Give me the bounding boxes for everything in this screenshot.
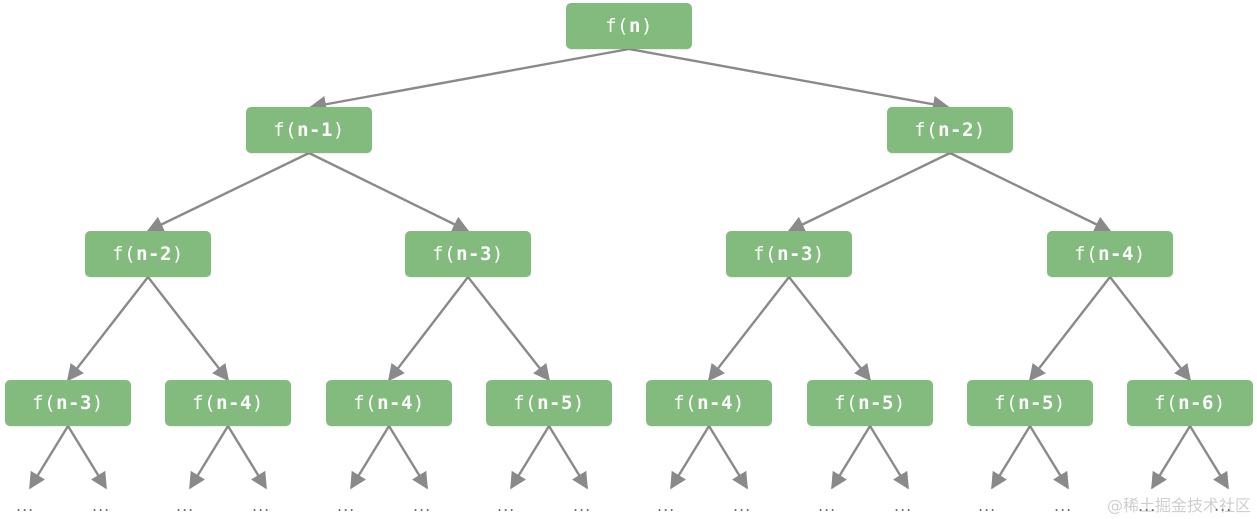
tree-node-l3-6: f(n-5) [967, 380, 1093, 426]
node-argument: n-5 [1018, 392, 1054, 414]
node-argument: n-3 [56, 392, 92, 414]
tree-node-l3-4: f(n-4) [646, 380, 772, 426]
tree-edge [949, 151, 1112, 233]
continuation-edge [1150, 425, 1192, 490]
node-argument: n-5 [537, 392, 573, 414]
continuation-ellipsis: ... [413, 496, 432, 515]
tree-node-l2-0: f(n-2) [85, 231, 211, 277]
node-function-name: f [353, 392, 366, 414]
node-function-name: f [513, 392, 526, 414]
continuation-ellipsis: ... [252, 496, 271, 515]
tree-node-l3-2: f(n-4) [326, 380, 452, 426]
tree-node-l1-0: f(n-1) [246, 107, 372, 153]
node-function-name: f [273, 119, 286, 141]
continuation-edge [188, 425, 230, 490]
tree-node-l1-1: f(n-2) [887, 107, 1013, 153]
continuation-edge [669, 425, 711, 490]
tree-node-l2-2: f(n-3) [726, 231, 852, 277]
node-argument: n-3 [456, 243, 492, 265]
continuation-edge [1188, 425, 1230, 490]
node-function-name: f [673, 392, 686, 414]
node-argument: n-2 [136, 243, 172, 265]
continuation-edge [990, 425, 1032, 490]
tree-edge [628, 47, 950, 113]
continuation-edge [707, 425, 749, 490]
continuation-edge [28, 425, 70, 490]
continuation-edge [509, 425, 551, 490]
tree-node-l3-1: f(n-4) [165, 380, 291, 426]
node-argument: n-4 [216, 392, 252, 414]
tree-node-l3-3: f(n-5) [486, 380, 612, 426]
continuation-ellipsis: ... [92, 496, 111, 515]
node-function-name: f [994, 392, 1007, 414]
continuation-ellipsis: ... [1054, 496, 1073, 515]
tree-node-l3-7: f(n-6) [1127, 380, 1253, 426]
continuation-ellipsis: ... [894, 496, 913, 515]
node-function-name: f [753, 243, 766, 265]
node-argument: n-4 [697, 392, 733, 414]
tree-edge [308, 151, 470, 233]
continuation-ellipsis: ... [16, 496, 35, 515]
node-function-name: f [834, 392, 847, 414]
node-function-name: f [112, 243, 125, 265]
node-function-name: f [432, 243, 445, 265]
tree-edge [1028, 276, 1111, 382]
node-function-name: f [192, 392, 205, 414]
node-function-name: f [32, 392, 45, 414]
tree-edge [309, 47, 630, 113]
node-function-name: f [1074, 243, 1087, 265]
continuation-ellipsis: ... [176, 496, 195, 515]
continuation-ellipsis: ... [818, 496, 837, 515]
node-function-name: f [914, 119, 927, 141]
continuation-ellipsis: ... [978, 496, 997, 515]
node-argument: n-6 [1178, 392, 1214, 414]
continuation-edge [1028, 425, 1070, 490]
continuation-edge [547, 425, 589, 490]
tree-edge [146, 151, 310, 233]
node-argument: n [629, 15, 641, 37]
tree-node-l0-0: f(n) [566, 3, 692, 49]
tree-edge [787, 151, 951, 233]
continuation-ellipsis: ... [1214, 496, 1233, 515]
tree-node-l2-3: f(n-4) [1047, 231, 1173, 277]
watermark: @稀土掘金技术社区 [1106, 496, 1251, 515]
continuation-ellipsis: ... [1138, 496, 1157, 515]
continuation-ellipsis: ... [497, 496, 516, 515]
continuation-edge [349, 425, 391, 490]
continuation-edge [387, 425, 429, 490]
tree-node-l3-5: f(n-5) [807, 380, 933, 426]
tree-node-l2-1: f(n-3) [405, 231, 531, 277]
tree-node-l3-0: f(n-3) [5, 380, 131, 426]
node-argument: n-3 [777, 243, 813, 265]
tree-edge [66, 276, 149, 382]
tree-edge [467, 276, 551, 382]
node-argument: n-5 [858, 392, 894, 414]
continuation-edge [66, 425, 108, 490]
continuation-ellipsis: ... [657, 496, 676, 515]
continuation-edge [830, 425, 872, 490]
node-argument: n-4 [1098, 243, 1134, 265]
tree-edge [1109, 276, 1192, 382]
node-argument: n-4 [377, 392, 413, 414]
tree-edge [387, 276, 469, 382]
tree-edge [707, 276, 790, 382]
continuation-edge [226, 425, 268, 490]
node-function-name: f [605, 15, 618, 37]
continuation-ellipsis: ... [573, 496, 592, 515]
node-argument: n-2 [938, 119, 974, 141]
node-function-name: f [1154, 392, 1167, 414]
continuation-ellipsis: ... [337, 496, 356, 515]
tree-edge [147, 276, 230, 382]
tree-edge [788, 276, 872, 382]
continuation-edge [868, 425, 910, 490]
continuation-ellipsis: ... [733, 496, 752, 515]
node-argument: n-1 [297, 119, 333, 141]
